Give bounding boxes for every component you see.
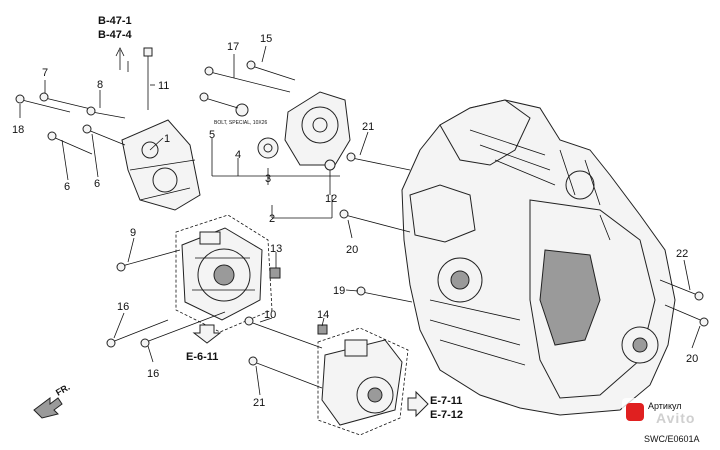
callout-6a: 6: [64, 181, 70, 193]
callout-16a: 16: [117, 301, 129, 313]
callout-21a: 21: [362, 121, 374, 133]
callout-22: 22: [676, 248, 688, 260]
callout-16b: 16: [147, 368, 159, 380]
right-arrow-icon: [407, 390, 429, 418]
callout-10: 10: [264, 309, 276, 321]
ref-e-7-11[interactable]: E-7-11: [430, 395, 462, 407]
callout-15: 15: [260, 33, 272, 45]
ref-e-6-11[interactable]: E-6-11: [186, 351, 218, 363]
callout-19: 19: [333, 285, 345, 297]
watermark-label: Артикул: [648, 401, 682, 411]
ref-b-47-1[interactable]: B-47-1: [98, 15, 132, 27]
watermark-badge: Артикул Avito: [622, 398, 720, 428]
callout-21b: 21: [253, 397, 265, 409]
callout-20a: 20: [346, 244, 358, 256]
bolts: [15, 47, 709, 389]
reference-arrows: [33, 47, 429, 419]
callout-14: 14: [317, 309, 329, 321]
callout-8: 8: [97, 79, 103, 91]
engine-mount-bracket: [121, 119, 201, 211]
up-arrow-icon: [115, 47, 125, 70]
callout-13: 13: [270, 243, 282, 255]
front-arrow-icon: [33, 397, 63, 419]
starter-motor: [317, 327, 409, 436]
belt-tensioner: [235, 91, 351, 171]
callout-12: 12: [325, 193, 337, 205]
callout-4: 4: [235, 149, 241, 161]
alternator: [175, 214, 273, 333]
callout-9: 9: [130, 227, 136, 239]
front-label: FR.: [54, 382, 72, 398]
callout-5: 5: [209, 129, 215, 141]
callout-18: 18: [12, 124, 24, 136]
callout-7: 7: [42, 67, 48, 79]
ref-b-47-4[interactable]: B-47-4: [98, 29, 133, 41]
leader-lines: [19, 45, 701, 396]
callout-20b: 20: [686, 353, 698, 365]
callout-11: 11: [158, 80, 169, 92]
callout-6b: 6: [94, 178, 100, 190]
watermark-brand: Avito: [656, 410, 696, 426]
bolt-note: BOLT, SPECIAL, 10X26: [214, 120, 267, 126]
callout-17: 17: [227, 41, 239, 53]
avito-logo-icon: [626, 403, 644, 421]
callout-2: 2: [269, 213, 275, 225]
callout-3: 3: [265, 173, 271, 185]
engine-assembly: [401, 99, 676, 416]
down-arrow-icon: [192, 324, 222, 344]
labels: B-47-1 B-47-4 E-6-11 E-7-11 E-7-12 1 2 3…: [12, 15, 700, 444]
callout-1: 1: [164, 133, 170, 145]
diagram-code: SWC/E0601A: [644, 434, 700, 444]
ref-e-7-12[interactable]: E-7-12: [430, 409, 463, 421]
